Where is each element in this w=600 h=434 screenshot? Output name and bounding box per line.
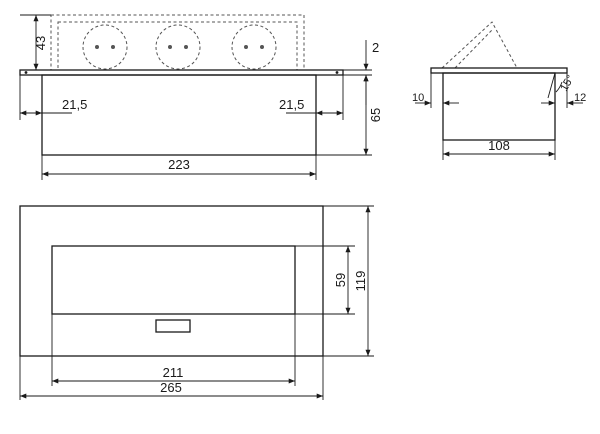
dim-body-height: 65: [368, 108, 383, 122]
dim-outer-height: 119: [353, 271, 368, 292]
dim-side-width: 108: [488, 138, 510, 153]
dim-outer-width: 265: [160, 380, 182, 395]
front-plate: [19, 69, 344, 76]
side-plate: [430, 67, 568, 74]
lid-inner: [57, 21, 298, 71]
dim-lid-height: 43: [33, 36, 48, 50]
front-body: [41, 74, 317, 156]
top-opening: [51, 245, 296, 315]
dim-body-width: 223: [168, 157, 190, 172]
front-view: 43 2 65 21,5 21,5 223: [19, 14, 383, 180]
dim-side-left-gap: 10: [412, 92, 424, 104]
top-view: 59 119 211 265: [19, 205, 374, 400]
dim-side-right-gap: 12: [574, 92, 586, 104]
dim-side-angle: 15°: [558, 73, 577, 93]
dim-opening-width: 211: [163, 365, 184, 380]
dim-plate-thickness: 2: [372, 40, 379, 55]
dim-right-offset: 21,5: [279, 97, 304, 112]
socket-icon: [82, 24, 128, 70]
top-outer-plate: [19, 205, 324, 357]
dim-opening-height: 59: [333, 273, 348, 287]
side-view: 10 12 15° 108: [412, 21, 586, 160]
socket-icon: [231, 24, 277, 70]
side-lid-open: [441, 21, 518, 69]
socket-icon: [155, 24, 201, 70]
side-body: [442, 72, 556, 141]
latch-button: [155, 319, 191, 333]
dim-left-offset: 21,5: [62, 97, 87, 112]
